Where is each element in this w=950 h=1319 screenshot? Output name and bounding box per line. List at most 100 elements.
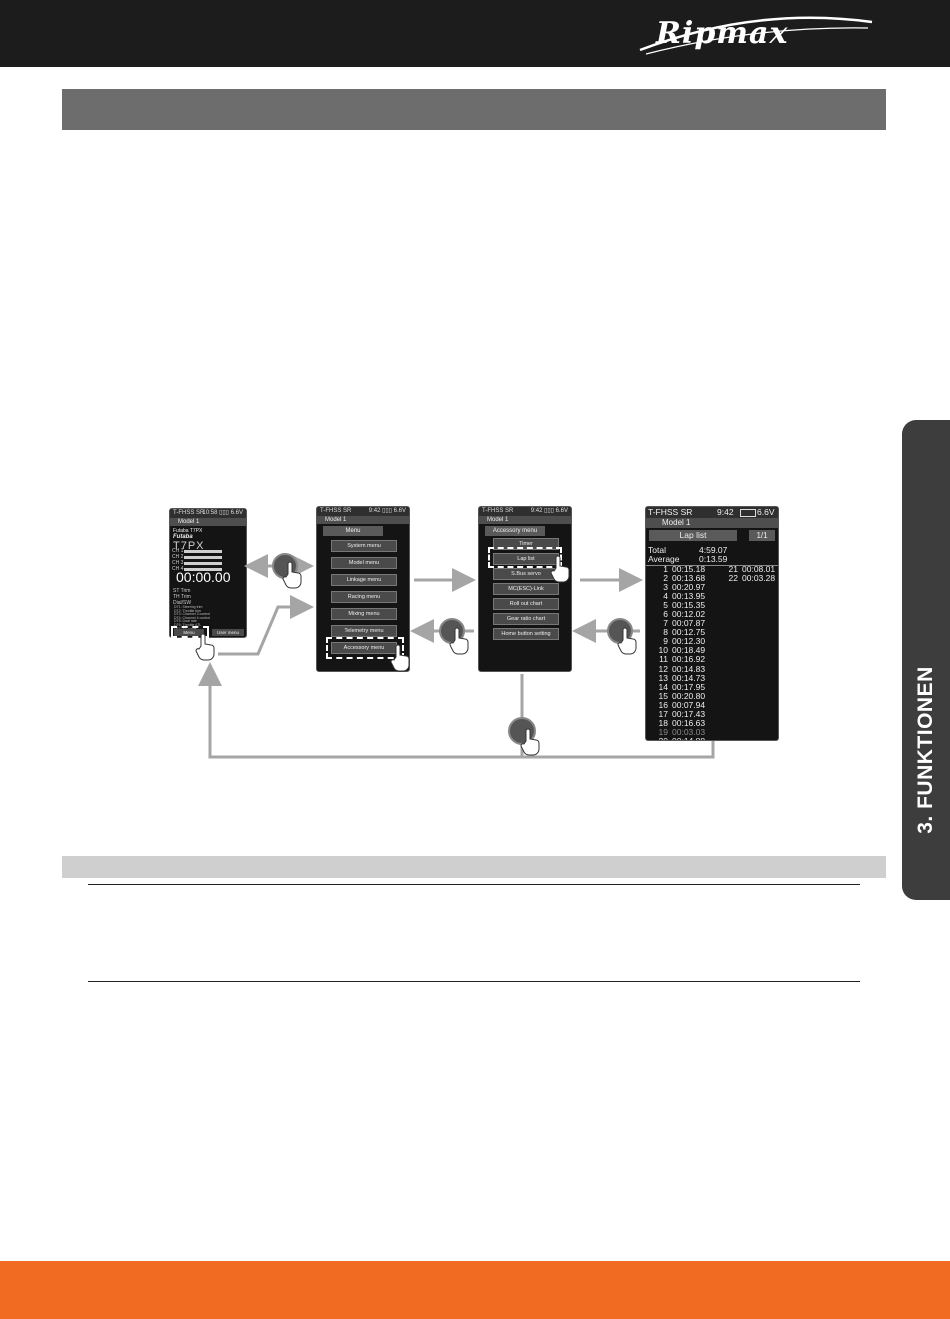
lap-row: 9 00:12.30: [650, 637, 720, 646]
lap-time: 00:15.35: [672, 600, 706, 611]
lap-time: 00:16.92: [672, 654, 706, 665]
status-right: 9:42 ▯▯▯ 6.6V: [530, 508, 568, 514]
menu-title: Menu: [323, 526, 383, 536]
lap-row: 2 00:13.68: [650, 573, 720, 584]
timer-display[interactable]: 00:00.00: [176, 569, 231, 585]
lap-list-screen: T-FHSS SR 9:42 6.6V Model 1 Lap list 1/1…: [645, 506, 779, 741]
chapter-tab-label: 3. FUNKTIONEN: [914, 666, 938, 834]
note-box-bottom-rule: [88, 981, 860, 982]
subsection-title-bar: [62, 856, 886, 878]
lap-number: 4: [663, 591, 668, 602]
th-trim-label: TH Trim: [173, 594, 191, 600]
lap-row: 6 00:12.02: [650, 610, 720, 619]
lap-number: 2: [663, 573, 668, 584]
lap-row: 1 00:15.18: [650, 564, 720, 574]
section-title-bar: [62, 89, 886, 130]
brand-line: Futaba T7PX: [173, 528, 203, 534]
model-name: Model 1: [317, 516, 409, 524]
lap-row: 4 00:13.95: [650, 592, 720, 601]
lap-time: 00:07.87: [672, 618, 706, 629]
lap-number: 3: [663, 582, 668, 593]
page-indicator[interactable]: 1/1: [749, 530, 775, 541]
divider: [646, 565, 778, 566]
lap-number: 21: [728, 564, 738, 574]
telemetry-menu-button[interactable]: Telemetry menu: [331, 625, 397, 637]
lap-column-1: 1 00:15.18 2 00:13.68 3 00:20.97 4 00:13.95 5 00:…: [650, 564, 720, 741]
channel-bar-4: [184, 568, 222, 571]
accessory-title: Accessory menu: [485, 526, 545, 536]
note-box-top-rule: [88, 884, 860, 885]
sbus-servo-button[interactable]: S.Bus servo: [493, 568, 559, 580]
status-left: T-FHSS SR: [648, 507, 693, 517]
dial-list: DT1: Steering trim DT2: Throttle trim DT…: [174, 605, 210, 630]
channel-bar-1: [184, 550, 222, 553]
model-name: Model 1: [170, 518, 246, 526]
status-left: T-FHSS SR: [482, 508, 514, 514]
home-button-setting-button[interactable]: Home button setting: [493, 628, 559, 640]
lap-number: 6: [663, 609, 668, 620]
status-left: T-FHSS SR: [173, 510, 205, 516]
header-bar: Ripmax: [0, 0, 950, 67]
channel-label-3: CH 3: [172, 560, 184, 566]
gear-ratio-chart-button[interactable]: Gear ratio chart: [493, 613, 559, 625]
model-menu-button[interactable]: Model menu: [331, 557, 397, 569]
ripmax-logo: Ripmax: [636, 12, 876, 58]
channel-bar-2: [184, 556, 222, 559]
lap-time: 00:15.18: [672, 564, 706, 574]
lap-number: 7: [663, 618, 668, 629]
channel-label-4: CH 4: [172, 566, 184, 572]
lap-time: 00:12.02: [672, 609, 706, 620]
st-trim-label: ST Trim: [173, 588, 191, 594]
lap-number: 5: [663, 600, 668, 611]
lap-time: 00:18.49: [672, 645, 706, 656]
system-menu-button[interactable]: System menu: [331, 540, 397, 552]
lap-row: 5 00:15.35: [650, 601, 720, 610]
model-name: Model 1: [646, 518, 778, 528]
status-right: 9:42 ▯▯▯ 6.6V: [368, 508, 406, 514]
lap-time: 00:13.95: [672, 591, 706, 602]
brand-name: Ripmax: [656, 16, 789, 51]
lap-time: 00:12.30: [672, 636, 706, 647]
lap-time: 00:14.88: [672, 735, 706, 741]
total-label: Total: [648, 545, 666, 555]
lap-list-highlight: [488, 547, 562, 568]
lap-row: 10 00:18.49: [650, 646, 720, 655]
lap-time: 00:12.75: [672, 627, 706, 638]
linkage-menu-button[interactable]: Linkage menu: [331, 574, 397, 586]
channel-label-1: CH 1: [172, 548, 184, 554]
menu-tab-highlight: [171, 626, 209, 638]
product-name: T7PX: [173, 540, 205, 552]
chapter-tab: 3. FUNKTIONEN: [902, 420, 950, 900]
menu-tab[interactable]: Menu: [174, 629, 204, 636]
mc-esc-link-button[interactable]: MC(ESC)-Link: [493, 583, 559, 595]
logo-swoosh-icon: [639, 16, 873, 55]
dial-label: Dial/SW: [173, 600, 192, 606]
lap-number: 9: [663, 636, 668, 647]
battery-icon: [740, 509, 756, 517]
futaba-logo: Futaba: [173, 534, 193, 540]
lap-row: 3 00:20.97: [650, 583, 720, 592]
lap-row: 7 00:07.87: [650, 619, 720, 628]
lap-time: 00:13.68: [672, 573, 706, 584]
lap-list-title: Lap list: [649, 530, 737, 541]
lap-number: 22: [728, 573, 738, 584]
user-menu-tab[interactable]: User menu: [212, 629, 244, 636]
roll-out-chart-button[interactable]: Roll out chart: [493, 598, 559, 610]
lap-time: 00:20.97: [672, 582, 706, 593]
channel-label-2: CH 2: [172, 554, 184, 560]
racing-menu-button[interactable]: Racing menu: [331, 591, 397, 603]
lap-number: 10: [658, 645, 668, 656]
status-right: 10:58 ▯▯▯ 6.6V: [202, 510, 243, 516]
lap-number: 1: [663, 564, 668, 574]
status-left: T-FHSS SR: [320, 508, 352, 514]
total-value: 4:59.07: [699, 545, 728, 555]
mixing-menu-button[interactable]: Mixing menu: [331, 608, 397, 620]
